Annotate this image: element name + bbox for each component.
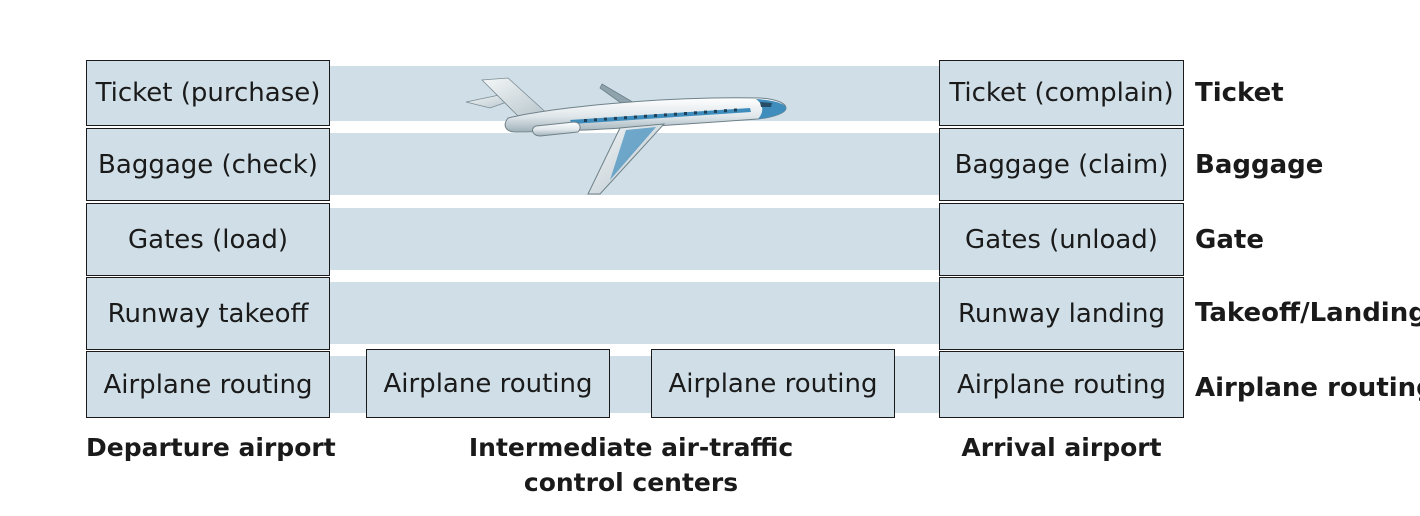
departure-routing-layer: Airplane routing: [86, 351, 330, 418]
arrival-gates-layer: Gates (unload): [939, 203, 1184, 276]
layer-name-airplane-routing: Airplane routing: [1195, 373, 1420, 403]
arrival-routing-layer: Airplane routing: [939, 351, 1184, 418]
airplane-icon: [465, 77, 787, 195]
intermediate-caption-line-1: Intermediate air-traffic: [468, 433, 794, 462]
departure-airport-caption: Departure airport: [86, 433, 336, 462]
arrival-airport-caption: Arrival airport: [961, 433, 1162, 462]
layer-name-baggage: Baggage: [1195, 150, 1324, 180]
gate-band: [330, 208, 939, 270]
arrival-ticket-layer: Ticket (complain): [939, 60, 1184, 126]
departure-gates-layer: Gates (load): [86, 203, 330, 276]
layer-name-ticket: Ticket: [1195, 78, 1284, 108]
departure-baggage-layer: Baggage (check): [86, 128, 330, 201]
departure-ticket-layer: Ticket (purchase): [86, 60, 330, 126]
intermediate-caption-line-2: control centers: [523, 468, 739, 497]
layer-name-takeoff-landing: Takeoff/Landing: [1195, 298, 1420, 328]
arrival-baggage-layer: Baggage (claim): [939, 128, 1184, 201]
arrival-runway-layer: Runway landing: [939, 277, 1184, 350]
departure-runway-layer: Runway takeoff: [86, 277, 330, 350]
intermediate-routing-box-2: Airplane routing: [651, 349, 895, 418]
runway-band: [330, 282, 939, 344]
layer-name-gate: Gate: [1195, 225, 1264, 255]
intermediate-routing-box-1: Airplane routing: [366, 349, 610, 418]
